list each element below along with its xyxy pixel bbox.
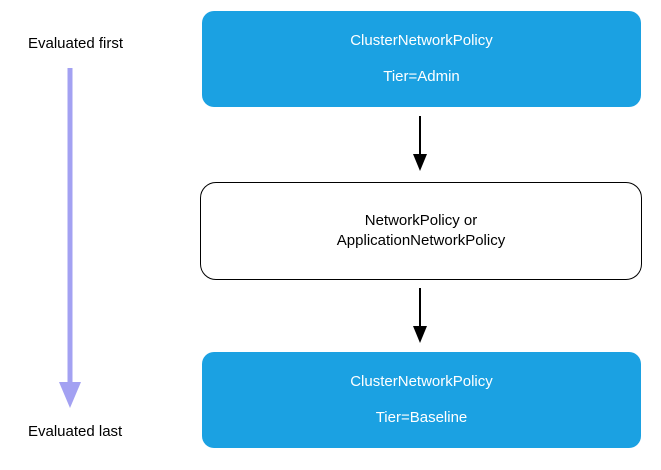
node-title-line1: NetworkPolicy or bbox=[364, 212, 478, 229]
node-clusternetworkpolicy-baseline: ClusterNetworkPolicy Tier=Baseline bbox=[202, 352, 641, 448]
node-title: ClusterNetworkPolicy bbox=[350, 373, 493, 390]
node-networkpolicy: NetworkPolicy or ApplicationNetworkPolic… bbox=[200, 182, 642, 280]
flow-down-arrow-icon bbox=[413, 116, 427, 171]
flow-down-arrow-icon bbox=[413, 288, 427, 343]
evaluated-first-label: Evaluated first bbox=[28, 35, 124, 52]
node-tier-label: Tier=Baseline bbox=[375, 409, 468, 426]
evaluation-order-down-arrow-icon bbox=[59, 68, 81, 408]
evaluated-last-label: Evaluated last bbox=[28, 423, 123, 440]
node-title: ClusterNetworkPolicy bbox=[350, 32, 493, 49]
node-tier-label: Tier=Admin bbox=[383, 68, 460, 85]
node-title-line2: ApplicationNetworkPolicy bbox=[336, 232, 506, 249]
node-clusternetworkpolicy-admin: ClusterNetworkPolicy Tier=Admin bbox=[202, 11, 641, 107]
